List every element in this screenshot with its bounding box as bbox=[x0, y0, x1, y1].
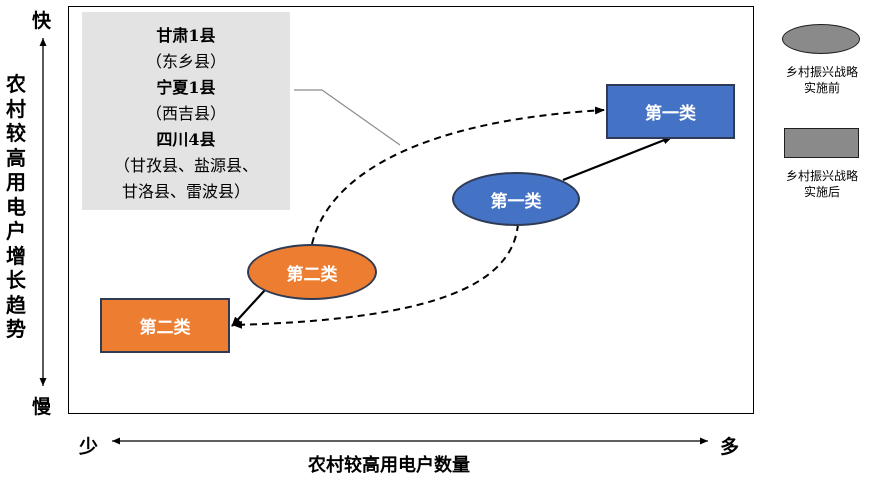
legend-after-label-2: 实施后 bbox=[803, 185, 840, 199]
y-axis-arrowhead-top bbox=[39, 38, 47, 46]
note-line-gansu-county: （东乡县） bbox=[145, 52, 226, 71]
legend-after-label-1: 乡村振兴战略 bbox=[785, 169, 858, 183]
first-class-before-node: 第一类 bbox=[452, 172, 580, 226]
x-axis-many-label: 多 bbox=[720, 436, 740, 458]
y-axis-title: 农村较高用电户增长趋势 bbox=[6, 72, 26, 341]
x-axis-arrowhead-left bbox=[112, 437, 120, 445]
y-axis-fast-label: 快 bbox=[32, 10, 52, 32]
plot-frame bbox=[68, 6, 754, 414]
x-axis-title: 农村较高用电户数量 bbox=[308, 455, 470, 476]
y-axis-arrowhead-bottom bbox=[39, 378, 47, 386]
second-class-after-node: 第二类 bbox=[100, 298, 230, 353]
note-line-ningxia: 宁夏1县 bbox=[156, 78, 216, 97]
note-line-sichuan: 四川4县 bbox=[156, 130, 216, 149]
note-line-sichuan-counties-1: （甘孜县、盐源县、 bbox=[113, 156, 258, 175]
y-axis-slow-label: 慢 bbox=[32, 396, 52, 418]
note-line-ningxia-county: （西吉县） bbox=[145, 104, 226, 123]
legend-before-label-1: 乡村振兴战略 bbox=[785, 65, 858, 79]
legend-before-swatch bbox=[782, 24, 860, 54]
county-note-box: 甘肃1县 （东乡县） 宁夏1县 （西吉县） 四川4县 （甘孜县、盐源县、 甘洛县… bbox=[82, 12, 290, 210]
legend-before-label-2: 实施前 bbox=[803, 81, 840, 95]
legend-after-swatch bbox=[784, 128, 859, 158]
x-axis-few-label: 少 bbox=[79, 436, 99, 458]
note-line-sichuan-counties-2: 甘洛县、雷波县） bbox=[121, 182, 250, 201]
x-axis-arrowhead-right bbox=[700, 437, 708, 445]
note-line-gansu: 甘肃1县 bbox=[156, 26, 216, 45]
second-class-before-node: 第二类 bbox=[247, 244, 377, 300]
first-class-after-node: 第一类 bbox=[606, 84, 735, 139]
